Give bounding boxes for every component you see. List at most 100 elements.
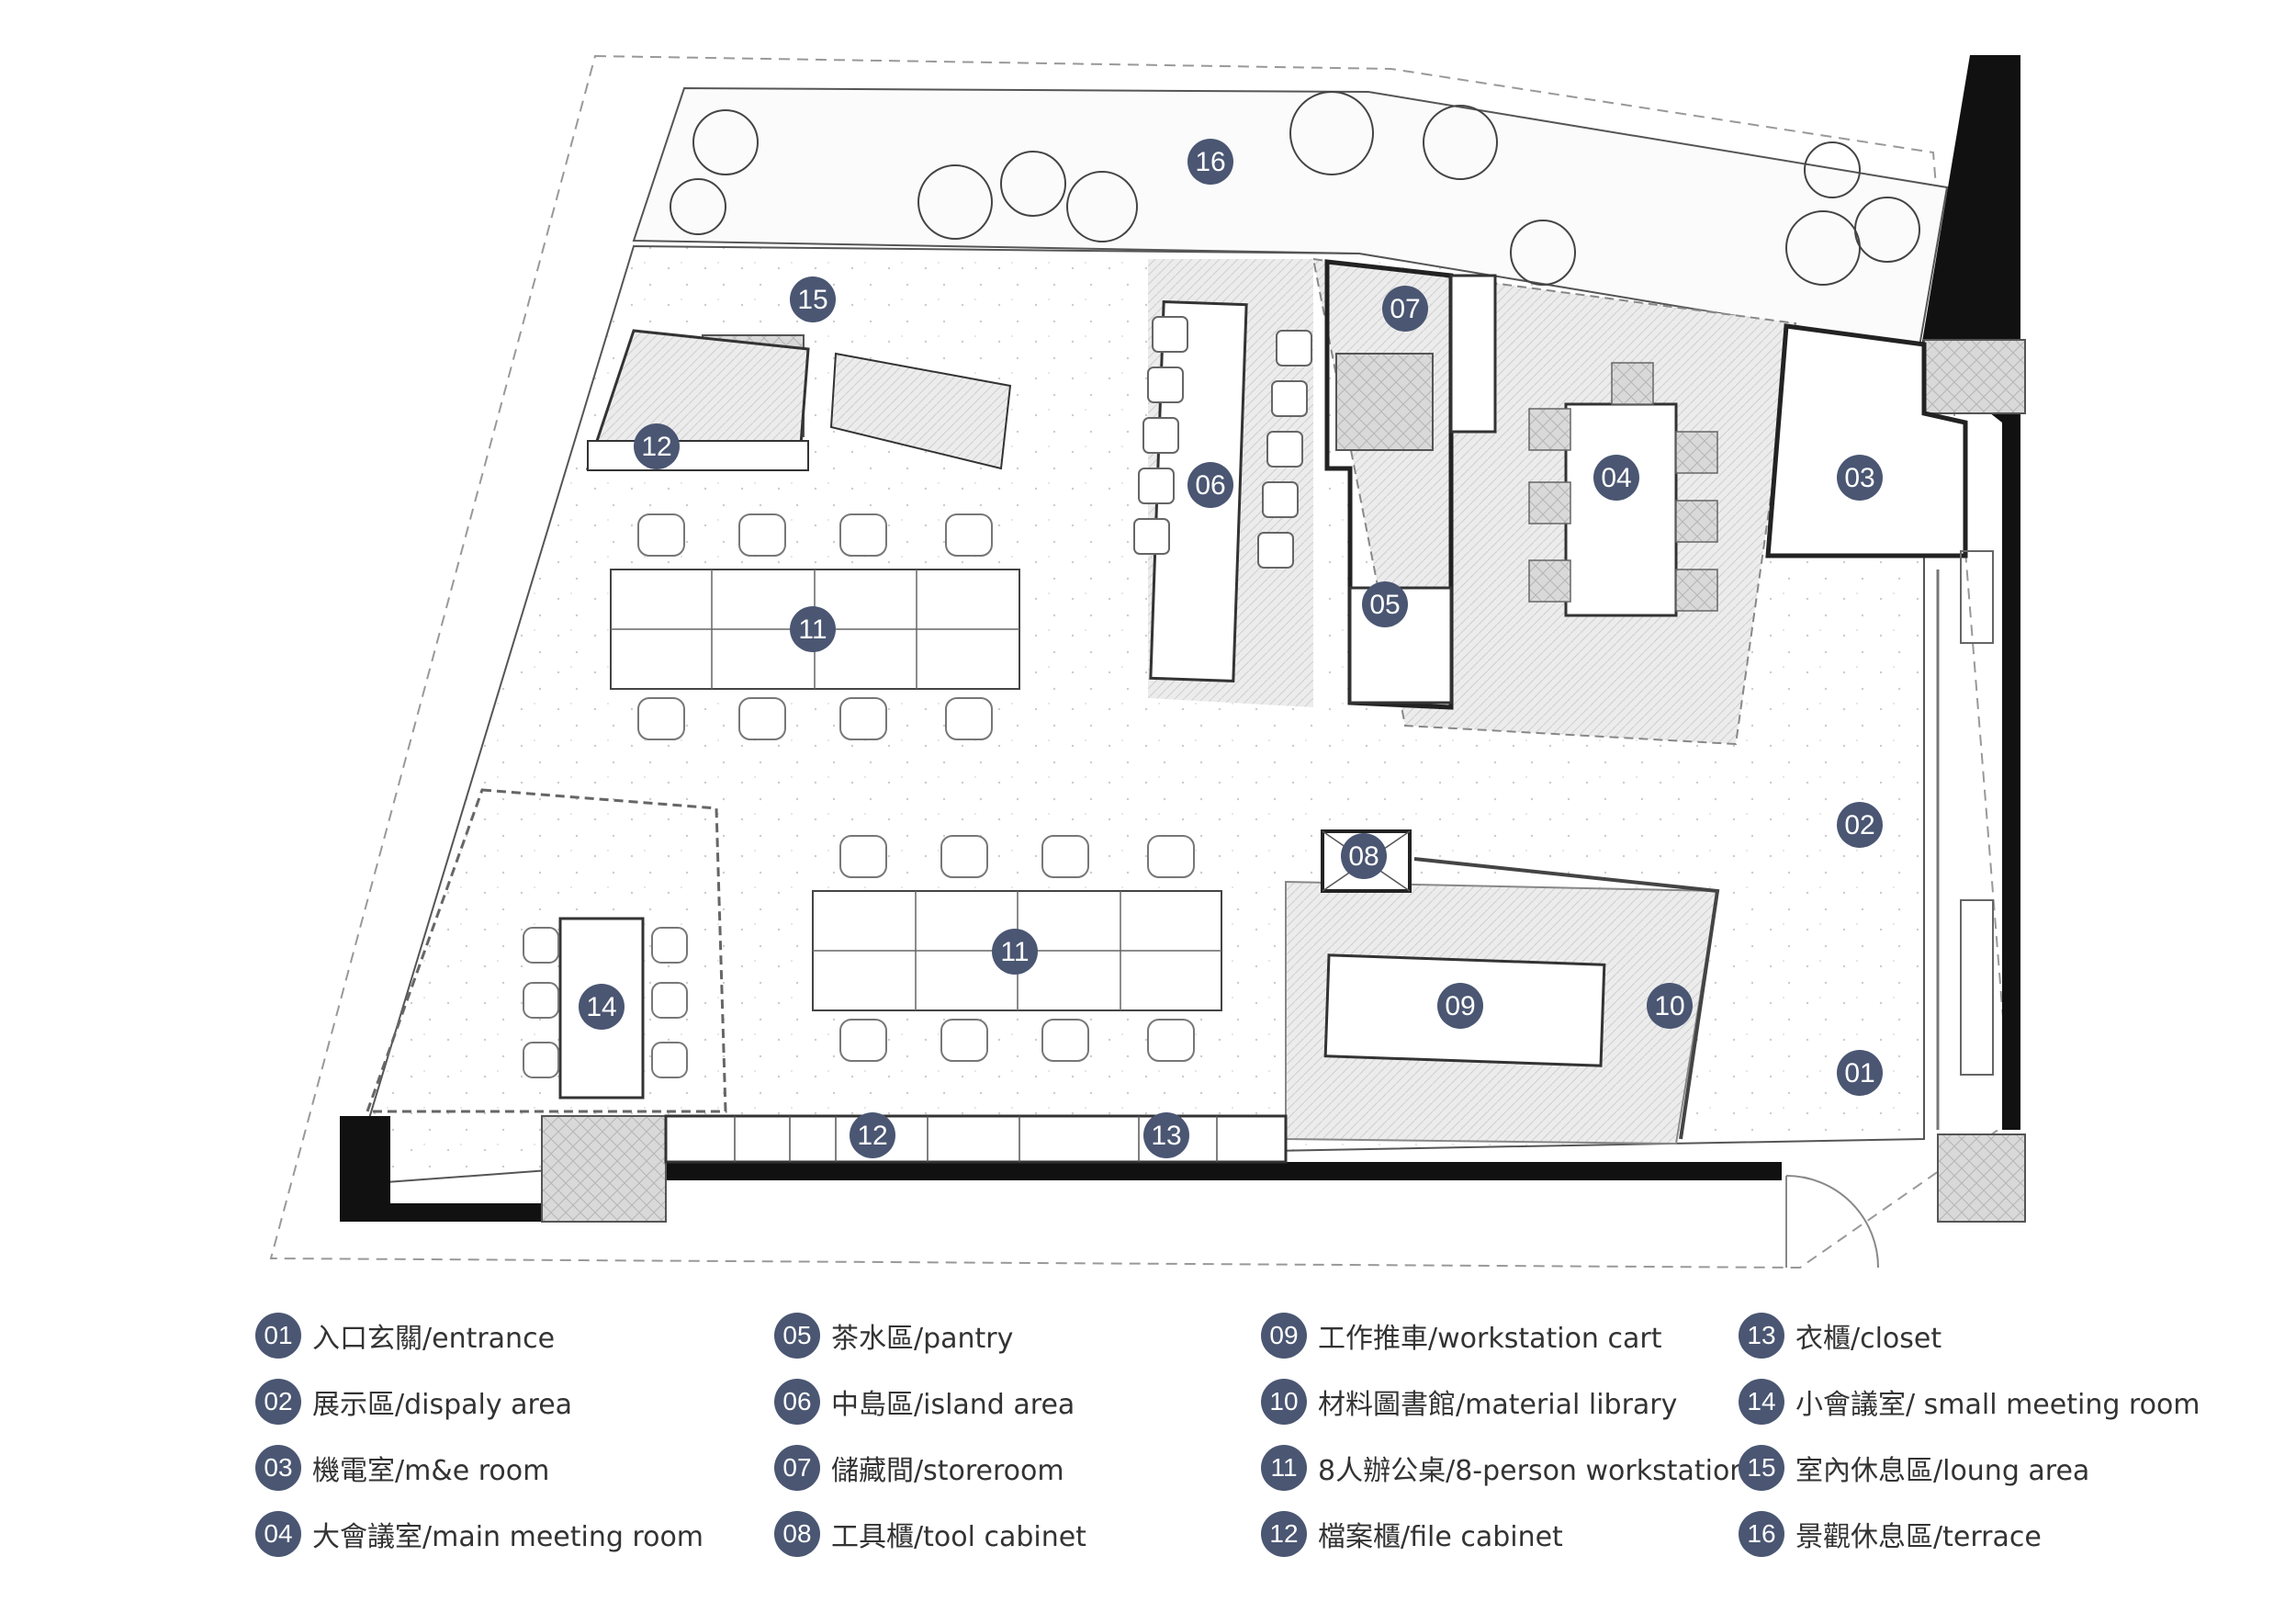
legend-item: 12 檔案櫃/file cabinet bbox=[1261, 1508, 1563, 1560]
room-number-text: 08 bbox=[1348, 841, 1379, 872]
room-number-badge-02: 02 bbox=[1837, 802, 1883, 848]
legend-label: 檔案櫃/file cabinet bbox=[1318, 1521, 1563, 1553]
legend-item: 04 大會議室/main meeting room bbox=[255, 1508, 703, 1560]
me-room bbox=[1765, 323, 1968, 558]
room-number-badge-16: 16 bbox=[1187, 139, 1233, 185]
room-number-text: 02 bbox=[1844, 810, 1874, 840]
legend-number: 13 bbox=[1739, 1313, 1784, 1359]
room-number-badge-07: 07 bbox=[1382, 286, 1428, 332]
legend-item: 15 室內休息區/loung area bbox=[1739, 1442, 2089, 1494]
room-number-badge-10: 10 bbox=[1647, 983, 1693, 1029]
legend-item: 10 材料圖書館/material library bbox=[1261, 1376, 1677, 1427]
legend-number: 06 bbox=[774, 1379, 820, 1425]
room-number-badge-12b: 12 bbox=[850, 1112, 895, 1158]
column bbox=[541, 1115, 667, 1223]
legend-item: 13 衣櫃/closet bbox=[1739, 1310, 1941, 1361]
legend-label: 衣櫃/closet bbox=[1795, 1323, 1942, 1355]
room-number-badge-12a: 12 bbox=[634, 423, 680, 469]
legend-number: 08 bbox=[774, 1511, 820, 1557]
legend-label: 入口玄關/entrance bbox=[312, 1323, 556, 1355]
small-meeting-chairs bbox=[523, 927, 688, 1078]
legend-label: 8人辦公桌/8-person workstation bbox=[1318, 1455, 1748, 1487]
terrace-plants bbox=[670, 91, 1920, 286]
legend-number: 04 bbox=[255, 1511, 301, 1557]
legend-item: 07 儲藏間/storeroom bbox=[774, 1442, 1064, 1494]
legend-label: 材料圖書館/material library bbox=[1318, 1389, 1678, 1421]
legend-number: 03 bbox=[255, 1445, 301, 1491]
legend-item: 01 入口玄關/entrance bbox=[255, 1310, 555, 1361]
entrance-door bbox=[1785, 1175, 1879, 1269]
room-number-badge-13: 13 bbox=[1143, 1112, 1189, 1158]
legend-item: 16 景觀休息區/terrace bbox=[1739, 1508, 2042, 1560]
room-number-badge-14: 14 bbox=[579, 984, 625, 1030]
meeting-chairs bbox=[1528, 362, 1718, 612]
legend-item: 06 中島區/island area bbox=[774, 1376, 1075, 1427]
room-number-text: 09 bbox=[1445, 991, 1475, 1021]
column bbox=[1335, 353, 1434, 451]
legend-number: 11 bbox=[1261, 1445, 1307, 1491]
room-number-text: 12 bbox=[641, 432, 671, 462]
room-number-text: 07 bbox=[1390, 294, 1420, 324]
legend-number: 14 bbox=[1739, 1379, 1784, 1425]
legend-label: 工作推車/workstation cart bbox=[1318, 1323, 1662, 1355]
room-number-badge-11b: 11 bbox=[992, 929, 1038, 975]
legend-number: 05 bbox=[774, 1313, 820, 1359]
room-number-text: 03 bbox=[1844, 463, 1874, 493]
room-number-text: 16 bbox=[1195, 147, 1225, 177]
room-number-text: 05 bbox=[1369, 590, 1400, 620]
workstation-chairs bbox=[637, 513, 1195, 1062]
room-number-badge-09: 09 bbox=[1437, 983, 1483, 1029]
room-number-badge-03: 03 bbox=[1837, 455, 1883, 501]
legend-number: 15 bbox=[1739, 1445, 1784, 1491]
legend-number: 02 bbox=[255, 1379, 301, 1425]
legend-number: 16 bbox=[1739, 1511, 1784, 1557]
legend-label: 展示區/dispaly area bbox=[312, 1389, 573, 1421]
room-number-badge-01: 01 bbox=[1837, 1050, 1883, 1096]
bottom-cabinets bbox=[664, 1114, 1288, 1164]
legend-number: 09 bbox=[1261, 1313, 1307, 1359]
legend-label: 機電室/m&e room bbox=[312, 1455, 550, 1487]
room-number-text: 06 bbox=[1195, 470, 1225, 501]
legend-label: 景觀休息區/terrace bbox=[1795, 1521, 2042, 1553]
storage-shelf bbox=[1449, 274, 1497, 434]
legend-item: 14 小會議室/ small meeting room bbox=[1739, 1376, 2200, 1427]
legend-label: 工具櫃/tool cabinet bbox=[831, 1521, 1086, 1553]
legend-label: 儲藏間/storeroom bbox=[831, 1455, 1064, 1487]
legend-number: 10 bbox=[1261, 1379, 1307, 1425]
lounge-bench bbox=[829, 352, 1012, 470]
legend-item: 02 展示區/dispaly area bbox=[255, 1376, 572, 1427]
legend-label: 室內休息區/loung area bbox=[1795, 1455, 2090, 1487]
legend-item: 03 機電室/m&e room bbox=[255, 1442, 549, 1494]
legend-label: 中島區/island area bbox=[831, 1389, 1075, 1421]
legend-label: 大會議室/main meeting room bbox=[312, 1521, 704, 1553]
room-number-badge-11a: 11 bbox=[790, 606, 836, 652]
room-number-badge-15: 15 bbox=[790, 276, 836, 322]
room-number-text: 14 bbox=[586, 992, 616, 1022]
library-shelves bbox=[1413, 857, 1720, 1140]
room-number-text: 10 bbox=[1654, 991, 1684, 1021]
legend-label: 茶水區/pantry bbox=[831, 1323, 1014, 1355]
legend-label: 小會議室/ small meeting room bbox=[1795, 1389, 2200, 1421]
island-stools bbox=[1133, 316, 1312, 569]
small-meeting-room bbox=[365, 788, 727, 1113]
legend-item: 08 工具櫃/tool cabinet bbox=[774, 1508, 1086, 1560]
column bbox=[1923, 339, 2026, 414]
legend-number: 01 bbox=[255, 1313, 301, 1359]
room-number-text: 13 bbox=[1151, 1121, 1181, 1151]
legend-number: 07 bbox=[774, 1445, 820, 1491]
room-number-text: 12 bbox=[857, 1121, 887, 1151]
meeting-table bbox=[1564, 402, 1678, 617]
exterior-wall-right bbox=[1919, 55, 2020, 1130]
exterior-wall-bottom bbox=[661, 1162, 1782, 1180]
legend-number: 12 bbox=[1261, 1511, 1307, 1557]
room-number-text: 11 bbox=[798, 615, 827, 645]
room-number-badge-04: 04 bbox=[1593, 455, 1639, 501]
room-number-badge-08: 08 bbox=[1341, 833, 1387, 879]
room-number-text: 15 bbox=[797, 285, 827, 315]
room-number-badge-05: 05 bbox=[1362, 581, 1408, 627]
room-number-badge-06: 06 bbox=[1187, 462, 1233, 508]
exterior-wall-left bbox=[340, 1116, 542, 1222]
legend-item: 11 8人辦公桌/8-person workstation bbox=[1261, 1442, 1747, 1494]
